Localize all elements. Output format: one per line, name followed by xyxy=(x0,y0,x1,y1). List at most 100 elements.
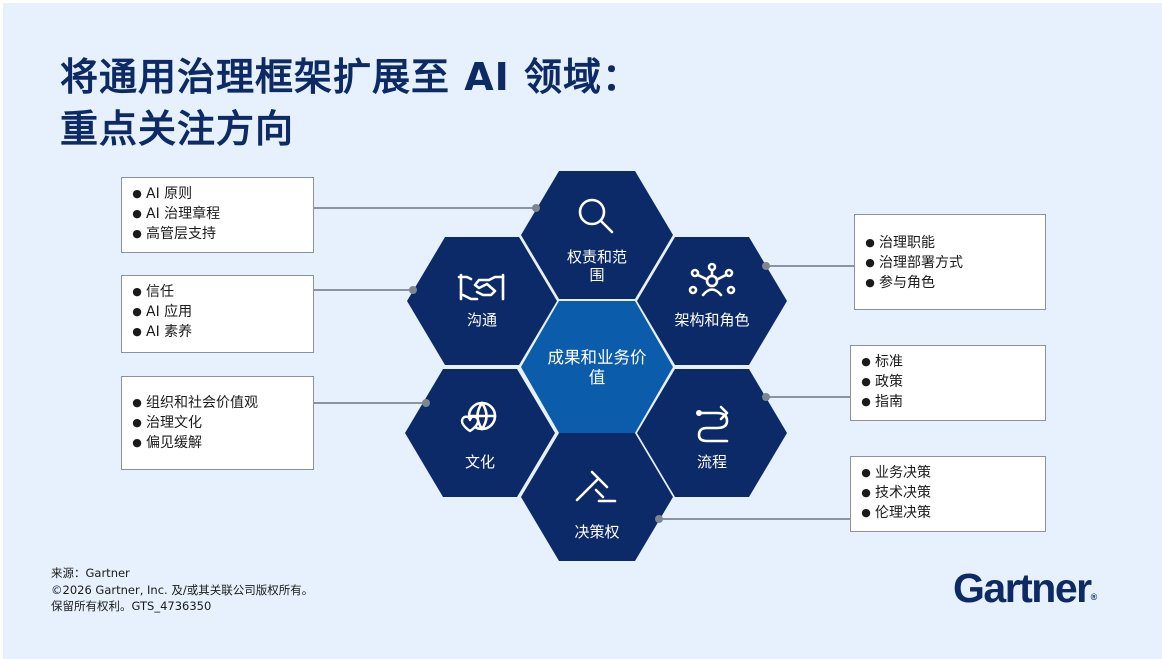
logo-registered-mark: ® xyxy=(1090,592,1098,602)
hex-bottom-label: 决策权 xyxy=(574,523,619,541)
connector-dot-mid-left xyxy=(409,286,417,294)
callout-mid-left: ● 信任 ● AI 应用 ● AI 素养 xyxy=(121,275,314,353)
hex-upper-right-label: 架构和角色 xyxy=(674,311,749,329)
callout-item-text: AI 治理章程 xyxy=(146,206,221,222)
callout-item: ● AI 治理章程 xyxy=(128,204,303,224)
hexagon-diagram: 权责和范 围 沟通 架构和角色 成果和业务价 值 文化 流程 决策权 xyxy=(313,171,855,561)
callout-top-right: ● 治理职能 ● 治理部署方式 ● 参与角色 xyxy=(854,214,1046,310)
callout-item: ● 信任 xyxy=(128,282,303,302)
globe-heart-icon xyxy=(460,401,497,433)
callout-item-text: AI 应用 xyxy=(146,304,193,320)
footer-source-note: 来源：Gartner ©2026 Gartner, Inc. 及/或其关联公司版… xyxy=(51,565,313,615)
bullet-icon: ● xyxy=(865,236,875,249)
callout-item-text: 高管层支持 xyxy=(146,226,216,242)
callout-item: ● 指南 xyxy=(857,392,1035,412)
callout-item: ● AI 素养 xyxy=(128,322,303,342)
callout-item: ● 偏见缓解 xyxy=(128,433,303,453)
callout-item-text: 标准 xyxy=(875,354,903,370)
hex-center xyxy=(521,301,673,433)
bullet-icon: ● xyxy=(861,506,871,519)
hex-lower-right-label: 流程 xyxy=(697,453,727,471)
bullet-icon: ● xyxy=(132,207,142,220)
hex-top-label-1: 权责和范 xyxy=(567,248,627,266)
bullet-icon: ● xyxy=(132,305,142,318)
network-people-icon xyxy=(688,262,736,297)
bullet-icon: ● xyxy=(865,276,875,289)
callout-bottom-right-list: ● 业务决策 ● 技术决策 ● 伦理决策 xyxy=(857,463,1035,523)
callout-item: ● 治理职能 xyxy=(861,233,1035,253)
bullet-icon: ● xyxy=(132,416,142,429)
callout-item-text: 业务决策 xyxy=(875,465,931,481)
callout-mid-left-list: ● 信任 ● AI 应用 ● AI 素养 xyxy=(128,282,303,342)
callout-item: ● 标准 xyxy=(857,352,1035,372)
callout-item: ● 治理部署方式 xyxy=(861,253,1035,273)
callout-item-text: 技术决策 xyxy=(875,485,931,501)
callout-item: ● 高管层支持 xyxy=(128,224,303,244)
callout-item-text: 信任 xyxy=(146,284,174,300)
callout-top-left: ● AI 原则 ● AI 治理章程 ● 高管层支持 xyxy=(121,177,314,253)
bullet-icon: ● xyxy=(861,395,871,408)
callout-item-text: 治理职能 xyxy=(879,235,935,251)
callout-item-text: 偏见缓解 xyxy=(146,435,202,451)
callout-item-text: 参与角色 xyxy=(879,275,935,291)
page-title: 将通用治理框架扩展至 AI 领域： 重点关注方向 xyxy=(60,51,760,155)
callout-item-text: 治理部署方式 xyxy=(879,255,963,271)
callout-top-right-list: ● 治理职能 ● 治理部署方式 ● 参与角色 xyxy=(861,233,1035,293)
callout-item-text: 政策 xyxy=(875,374,903,390)
title-line-2: 重点关注方向 xyxy=(60,107,295,151)
bullet-icon: ● xyxy=(861,375,871,388)
bullet-icon: ● xyxy=(865,256,875,269)
hex-upper-right xyxy=(637,237,787,365)
connector-dot-top-left xyxy=(532,204,540,212)
hex-upper-left xyxy=(407,237,557,365)
process-path-icon xyxy=(696,405,729,443)
connector-dot-bottom-right xyxy=(655,515,663,523)
hex-top-label-2: 围 xyxy=(589,266,604,284)
gavel-icon xyxy=(575,470,617,503)
callout-item-text: 指南 xyxy=(875,394,903,410)
callout-bottom-left-list: ●组织和社会价值观 ● 治理文化 ● 偏见缓解 xyxy=(128,393,303,453)
hex-center-label-1: 成果和业务价 xyxy=(548,348,647,367)
callout-mid-right-list: ● 标准 ● 政策 ● 指南 xyxy=(857,352,1035,412)
callout-item: ● 政策 xyxy=(857,372,1035,392)
bullet-icon: ● xyxy=(132,325,142,338)
callout-item: ● 业务决策 xyxy=(857,463,1035,483)
callout-item: ● 技术决策 xyxy=(857,483,1035,503)
footer-source: 来源：Gartner xyxy=(51,566,130,580)
hex-lower-left xyxy=(405,369,555,497)
hex-lower-right xyxy=(637,369,787,497)
logo-text: Gartner xyxy=(953,565,1092,611)
footer-rights: 保留所有权利。GTS_4736350 xyxy=(51,599,212,613)
bullet-icon: ● xyxy=(132,227,142,240)
magnifier-icon xyxy=(578,198,614,234)
bullet-icon: ● xyxy=(861,486,871,499)
footer-copyright: ©2026 Gartner, Inc. 及/或其关联公司版权所有。 xyxy=(51,582,314,597)
connector-dot-top-right xyxy=(762,262,770,270)
callout-item: ● 参与角色 xyxy=(861,273,1035,293)
bullet-icon: ● xyxy=(132,187,142,200)
callout-bottom-right: ● 业务决策 ● 技术决策 ● 伦理决策 xyxy=(850,456,1046,532)
hex-upper-left-label: 沟通 xyxy=(467,311,497,329)
bullet-icon: ● xyxy=(861,466,871,479)
callout-item: ●组织和社会价值观 xyxy=(128,393,303,413)
bullet-icon: ● xyxy=(132,285,142,298)
hex-bottom xyxy=(521,433,673,561)
hex-lower-left-label: 文化 xyxy=(465,453,495,471)
connector-dot-mid-right xyxy=(762,393,770,401)
hex-top xyxy=(521,171,673,299)
callout-bottom-left: ●组织和社会价值观 ● 治理文化 ● 偏见缓解 xyxy=(121,376,314,470)
hex-center-label-2: 值 xyxy=(589,368,606,387)
gartner-logo: Gartner® xyxy=(953,565,1097,612)
callout-item: ● 伦理决策 xyxy=(857,503,1035,523)
callout-item: ● AI 应用 xyxy=(128,302,303,322)
bullet-icon: ● xyxy=(861,355,871,368)
callout-item: ● AI 原则 xyxy=(128,184,303,204)
callout-item-text: 伦理决策 xyxy=(875,505,931,521)
callout-item-text: AI 原则 xyxy=(146,186,193,202)
callout-item-text: AI 素养 xyxy=(146,324,193,340)
bullet-icon: ● xyxy=(132,436,142,449)
callout-item-text: 治理文化 xyxy=(146,415,202,431)
connector-dot-bottom-left xyxy=(422,399,430,407)
title-line-1: 将通用治理框架扩展至 AI 领域： xyxy=(60,55,642,99)
